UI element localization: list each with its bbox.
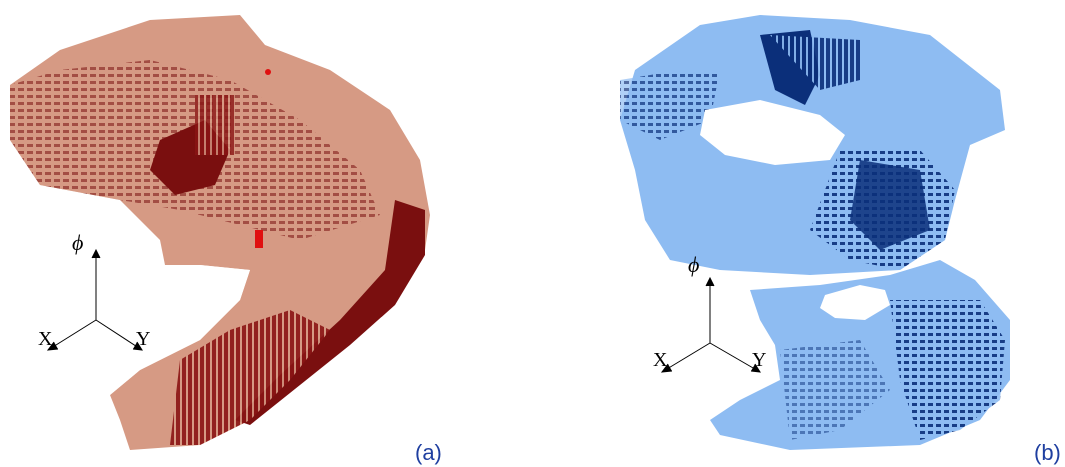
highlight-voxel [255, 230, 263, 248]
voxel-volume-a: ϕ X Y [10, 15, 430, 450]
axis-label-x: X [653, 349, 668, 371]
highlight-voxel [265, 69, 271, 75]
axis-label-y: Y [752, 349, 766, 371]
voxel-wall-lower-a [170, 310, 330, 445]
axis-label-phi: ϕ [688, 252, 699, 277]
voxel-hole-lower-b [820, 285, 890, 320]
axis-label-phi: ϕ [72, 230, 83, 255]
axis-triad-a [46, 248, 143, 351]
panel-b: ϕ X Y (b) [560, 0, 1065, 467]
panel-a: ϕ X Y (a) [0, 0, 520, 467]
panel-caption: (b) [1034, 440, 1061, 465]
axis-label-x: X [38, 328, 53, 350]
voxel-hole-upper-b [700, 100, 845, 165]
panel-caption: (a) [415, 440, 442, 465]
axis-triad-b [660, 276, 761, 373]
voxel-volume-b: ϕ X Y [620, 15, 1010, 450]
axis-label-y: Y [136, 328, 150, 350]
